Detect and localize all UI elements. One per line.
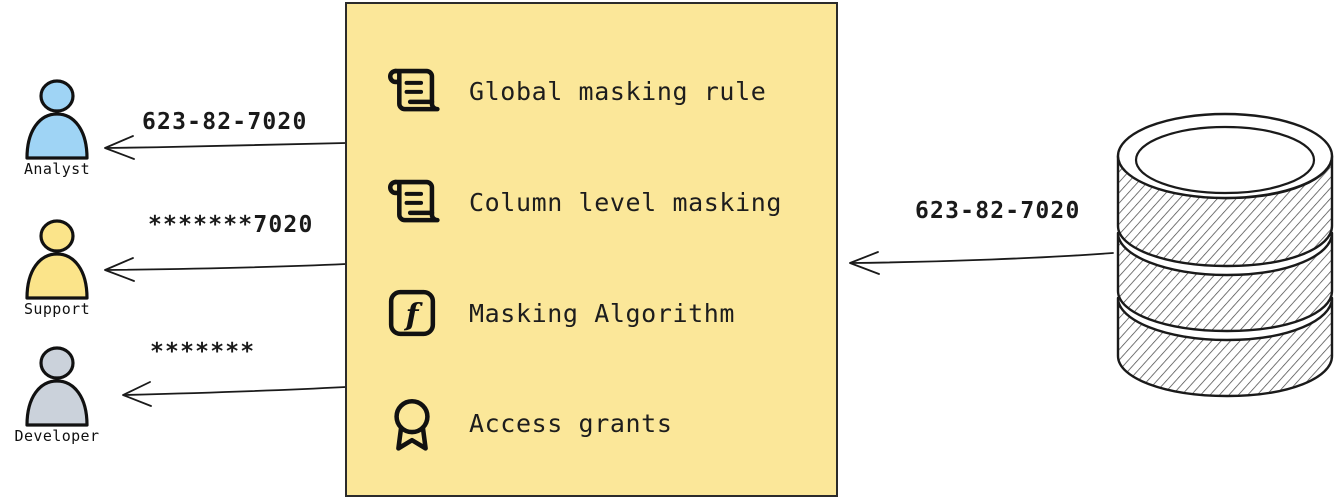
arrow-left-analyst <box>104 135 347 160</box>
svg-text:f: f <box>404 298 424 333</box>
function-f-icon: f <box>388 289 436 337</box>
policy-item-column-level-masking[interactable]: Column level masking <box>383 173 823 231</box>
policy-item-label: Column level masking <box>469 187 783 217</box>
persona-support[interactable]: Support <box>2 218 112 318</box>
flow-label-source: 623-82-7020 <box>915 198 1081 224</box>
arrow-left-developer <box>122 381 347 407</box>
person-icon <box>25 346 89 427</box>
flow-label-developer: ******* <box>150 339 256 365</box>
person-icon <box>25 219 89 300</box>
policy-item-global-masking-rule[interactable]: Global masking rule <box>383 62 823 120</box>
persona-analyst[interactable]: Analyst <box>2 78 112 178</box>
person-icon <box>25 79 89 160</box>
policy-item-access-grants[interactable]: Access grants <box>383 394 823 452</box>
arrow-left-support <box>104 257 347 282</box>
persona-label: Developer <box>14 427 100 445</box>
persona-label: Support <box>23 300 90 318</box>
scroll-icon <box>387 68 440 112</box>
policy-item-label: Access grants <box>469 408 673 438</box>
arrow-left-source <box>849 251 1114 275</box>
persona-label: Analyst <box>23 160 90 178</box>
policy-item-list: Global masking rule Column level masking… <box>347 4 836 495</box>
policy-panel: Global masking rule Column level masking… <box>345 2 838 497</box>
flow-label-analyst: 623-82-7020 <box>142 109 308 135</box>
flow-label-support: *******7020 <box>148 212 314 238</box>
policy-item-label: Masking Algorithm <box>469 298 736 328</box>
award-ribbon-icon <box>394 398 430 451</box>
scroll-icon <box>387 179 440 223</box>
policy-item-masking-algorithm[interactable]: f Masking Algorithm <box>383 284 823 342</box>
persona-developer[interactable]: Developer <box>2 345 112 445</box>
policy-item-label: Global masking rule <box>469 76 767 106</box>
database-cylinder-icon <box>1116 112 1334 398</box>
